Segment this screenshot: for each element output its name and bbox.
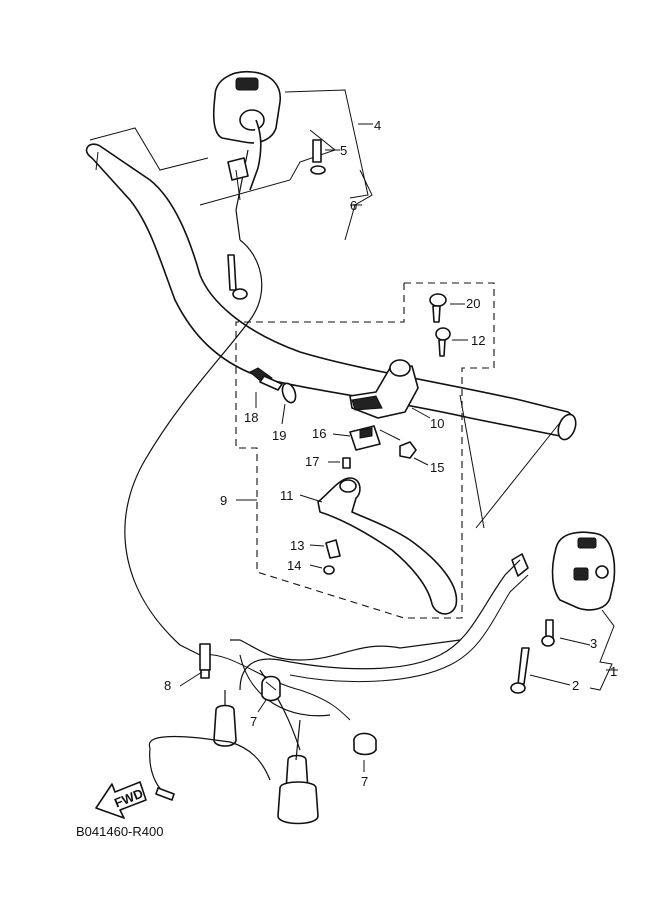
label-part-4: 4 — [374, 118, 381, 133]
lever-assembly-box — [235, 282, 495, 619]
label-part-7-right: 7 — [361, 774, 368, 789]
connector-8 — [199, 643, 211, 679]
wiring-harness — [148, 559, 529, 825]
leader-15 — [413, 457, 429, 466]
label-part-20: 20 — [466, 296, 480, 311]
screw-5 — [310, 139, 326, 175]
leader-10 — [411, 407, 431, 419]
lever-box-connector — [475, 419, 563, 529]
leader-2 — [529, 674, 571, 686]
switch-16 — [349, 425, 381, 451]
clamp-7-left — [261, 675, 281, 702]
label-part-16: 16 — [312, 426, 326, 441]
leader-11 — [299, 494, 323, 503]
label-part-15: 15 — [430, 460, 444, 475]
nut-15 — [399, 441, 417, 459]
right-handlebar-switch — [511, 531, 616, 611]
clamp-7-right — [353, 732, 377, 756]
diagram-code: B041460-R400 — [76, 824, 163, 839]
screw-3 — [541, 619, 555, 647]
boundary-line-switch — [199, 129, 337, 206]
label-part-6: 6 — [350, 198, 357, 213]
leader-1-bracket — [589, 609, 615, 691]
leader-4-bracket — [284, 89, 369, 199]
label-part-19: 19 — [272, 428, 286, 443]
boundary-line-left — [89, 127, 209, 171]
leader-13 — [309, 544, 325, 547]
adjuster-19 — [281, 382, 297, 404]
label-part-10: 10 — [430, 416, 444, 431]
screw-17 — [342, 457, 351, 469]
label-part-13: 13 — [290, 538, 304, 553]
bolt-20 — [429, 293, 447, 323]
clutch-lever-11 — [317, 477, 458, 615]
collar-13 — [325, 539, 341, 559]
label-part-17: 17 — [305, 454, 319, 469]
leader-14 — [309, 564, 323, 569]
label-part-1: 1 — [610, 664, 617, 679]
screw-12 — [435, 327, 451, 357]
leader-16 — [332, 433, 351, 437]
fwd-arrow-icon: FWD — [95, 781, 147, 819]
left-handlebar-switch — [212, 71, 281, 241]
long-bolt-left — [227, 254, 248, 300]
leader-7-left — [257, 699, 267, 713]
label-part-12: 12 — [471, 333, 485, 348]
label-part-11: 11 — [280, 488, 294, 503]
bolt-18 — [249, 367, 283, 391]
label-part-3: 3 — [590, 636, 597, 651]
handlebar — [85, 143, 577, 441]
label-part-18: 18 — [244, 410, 258, 425]
label-part-14: 14 — [287, 558, 301, 573]
label-part-8: 8 — [164, 678, 171, 693]
left-switch-cable — [124, 239, 263, 656]
lever-box-connector-2 — [459, 394, 485, 529]
leader-15-b — [379, 429, 401, 441]
leader-19 — [281, 403, 286, 425]
long-bolt-2 — [510, 647, 530, 694]
label-part-2: 2 — [572, 678, 579, 693]
label-part-5: 5 — [340, 143, 347, 158]
leader-3 — [559, 637, 591, 646]
boundary-line-6 — [344, 169, 373, 241]
label-part-7-left: 7 — [250, 714, 257, 729]
lever-bracket-10 — [349, 359, 419, 419]
o-ring-14 — [323, 565, 335, 575]
label-part-9: 9 — [220, 493, 227, 508]
leader-8 — [179, 671, 203, 687]
